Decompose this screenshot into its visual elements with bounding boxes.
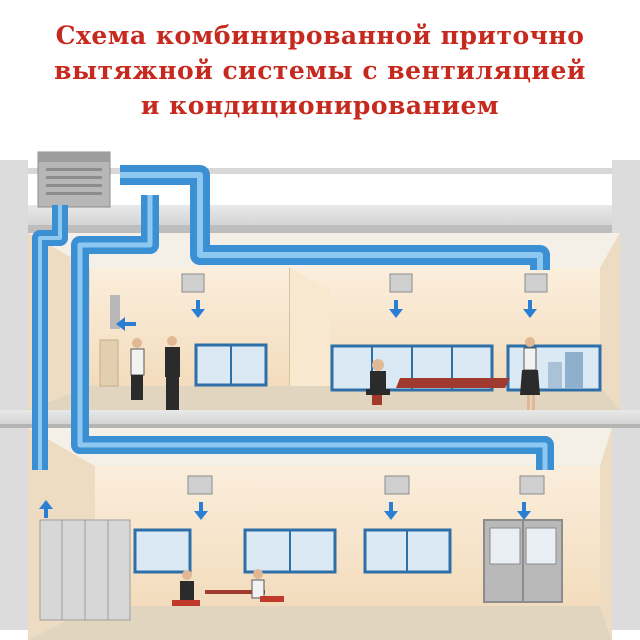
arrow-down-icon <box>517 502 531 520</box>
title-line-1: Схема комбинированной приточно <box>55 21 585 50</box>
supply-arrows <box>39 300 537 520</box>
arrow-left-icon <box>116 317 136 331</box>
ceiling-diffusers-lower <box>187 475 545 495</box>
title-line-3: и кондиционированием <box>140 91 500 120</box>
arrow-down-icon <box>523 300 537 318</box>
person-standing-upper-right <box>520 337 540 410</box>
title-line-2: вытяжной системы с вентиляцией <box>54 56 586 85</box>
arrow-down-icon <box>384 502 398 520</box>
arrow-down-icon <box>194 502 208 520</box>
arrow-up-icon <box>39 500 53 518</box>
arrow-down-icon <box>389 300 403 318</box>
people-seated-lower <box>172 569 284 606</box>
arrow-down-icon <box>191 300 205 318</box>
ceiling-diffusers-upper <box>181 273 548 293</box>
supply-duct-network <box>32 165 554 470</box>
diagram-title: Схема комбинированной приточно вытяжной … <box>0 18 640 123</box>
people-standing-upper-left <box>130 336 180 412</box>
middle-floor-slab <box>0 410 640 428</box>
lower-floor <box>28 428 612 640</box>
building-shell <box>0 160 640 630</box>
person-seated-upper <box>366 359 390 405</box>
rooftop-air-handler <box>37 151 111 208</box>
